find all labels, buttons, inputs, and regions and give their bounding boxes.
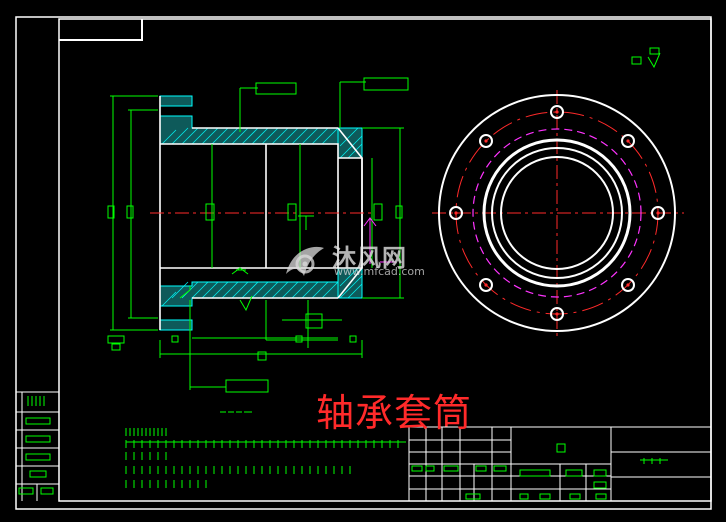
title-block-marks — [411, 443, 668, 500]
end-view — [432, 90, 684, 338]
technical-notes — [125, 411, 406, 488]
watermark-brand: 沐风网 — [332, 244, 407, 272]
title-block — [408, 426, 712, 502]
bolt-holes — [449, 105, 665, 321]
section-hatch-lines — [161, 127, 363, 307]
left-margin-marks — [18, 396, 54, 495]
watermark: 沐风网 www.mfcad.com — [282, 238, 452, 282]
bolt-hole-centers — [454, 110, 660, 316]
drawing-title: 轴承套筒 — [316, 391, 473, 435]
left-margin-table — [16, 391, 59, 501]
end-view-centerlines — [432, 90, 684, 338]
end-view-circles — [438, 94, 676, 332]
section-dimensions — [107, 77, 409, 393]
sheet-frame — [15, 16, 712, 510]
mfcad-logo-icon — [286, 246, 324, 276]
section-hidden-lines — [363, 217, 396, 264]
hidden-circle — [472, 128, 642, 298]
watermark-url: www.mfcad.com — [334, 265, 425, 278]
roughness-symbol — [631, 47, 661, 69]
section-view — [107, 77, 409, 393]
section-outline — [159, 96, 363, 330]
